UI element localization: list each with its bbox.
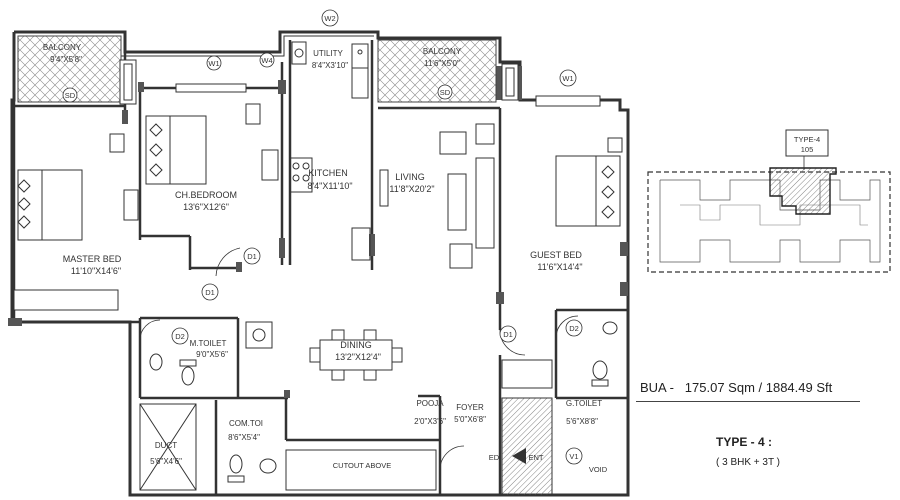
room-dim: 5'0"X6'8" — [454, 415, 486, 424]
room-dim: 8'4"X11'10" — [307, 181, 352, 191]
tag-d1-c: D1 — [503, 330, 513, 339]
columns — [8, 66, 628, 398]
entrance-arrow-icon — [512, 448, 526, 464]
room-dim: 11'6"X5'0" — [424, 59, 460, 68]
room-name: DINING — [340, 340, 372, 350]
room-dim: 5'6"X4'6" — [150, 457, 182, 466]
room-dim: 5'6"X8'8" — [566, 417, 598, 426]
room-name: MASTER BED — [63, 254, 122, 264]
divider — [636, 401, 860, 402]
room-name: LIVING — [395, 172, 425, 182]
tag-sd-a: SD — [65, 91, 76, 100]
type-subtitle: ( 3 BHK + 3T ) — [716, 457, 781, 468]
room-dim: 9'4"X5'8" — [50, 55, 82, 64]
utility-fixtures — [289, 41, 371, 261]
room-name: FOYER — [456, 403, 484, 412]
tag-w2: W2 — [324, 14, 335, 23]
room-name: CH.BEDROOM — [175, 190, 237, 200]
tag-v1: V1 — [569, 452, 578, 461]
tag-w1-a: W1 — [208, 59, 219, 68]
room-name: POOJA — [416, 399, 444, 408]
toilet-fixtures — [139, 321, 618, 491]
bua-summary: BUA - 175.07 Sqm / 1884.49 Sft — [640, 380, 833, 395]
room-name: BALCONY — [423, 47, 462, 56]
room-dim: 11'10"X14'6" — [71, 266, 121, 276]
room-name: KITCHEN — [308, 168, 348, 178]
room-name: GUEST BED — [530, 250, 582, 260]
room-name: G.TOILET — [566, 399, 602, 408]
room-name: UTILITY — [313, 49, 343, 58]
room-dim: 2'0"X3'6" — [414, 417, 446, 426]
tag-void: VOID — [589, 465, 608, 474]
room-dim: 11'6"X14'4" — [537, 262, 582, 272]
room-dim: 9'0"X5'6" — [196, 350, 228, 359]
living-furniture — [379, 123, 495, 269]
tag-w4: W4 — [261, 56, 272, 65]
type-title: TYPE - 4 : — [716, 435, 773, 449]
tag-d2-a: D2 — [175, 332, 185, 341]
room-dim: 8'4"X3'10" — [312, 61, 348, 70]
guest-bed-furniture — [555, 137, 623, 227]
highlighted-unit — [769, 167, 837, 215]
tag-d2-b: D2 — [569, 324, 579, 333]
key-plan-unit: 105 — [801, 145, 814, 154]
room-name: BALCONY — [43, 43, 82, 52]
room-dim: 13'6"X12'6" — [183, 202, 229, 212]
room-name: DUCT — [155, 441, 177, 450]
tag-ent: ENT — [529, 453, 544, 462]
ch-bedroom-furniture — [145, 103, 279, 185]
room-name: COM.TOI — [229, 419, 263, 428]
balcony-hatch-2 — [377, 39, 497, 103]
tag-cutout: CUTOUT ABOVE — [333, 461, 392, 470]
tags: W1 W2 W4 W1 SD SD D1 D1 D1 D2 D2 V1 ED E… — [62, 9, 608, 474]
tag-w1-b: W1 — [562, 74, 573, 83]
tag-d1-b: D1 — [205, 288, 215, 297]
room-dim: 11'8"X20'2" — [389, 184, 434, 194]
tag-ed: ED — [489, 453, 500, 462]
window-frames — [13, 59, 601, 496]
room-dim: 8'6"X5'4" — [228, 433, 260, 442]
key-plan-type: TYPE-4 — [794, 135, 820, 144]
tag-sd-b: SD — [440, 88, 451, 97]
master-bed-furniture — [17, 133, 139, 241]
room-labels: BALCONY 9'4"X5'8" UTILITY 8'4"X3'10" BAL… — [43, 43, 602, 466]
tag-d1-a: D1 — [247, 252, 257, 261]
room-dim: 13'2"X12'4" — [335, 352, 381, 362]
dining-furniture — [309, 329, 403, 381]
room-name: M.TOILET — [190, 339, 227, 348]
key-plan: TYPE-4 105 — [647, 129, 891, 273]
